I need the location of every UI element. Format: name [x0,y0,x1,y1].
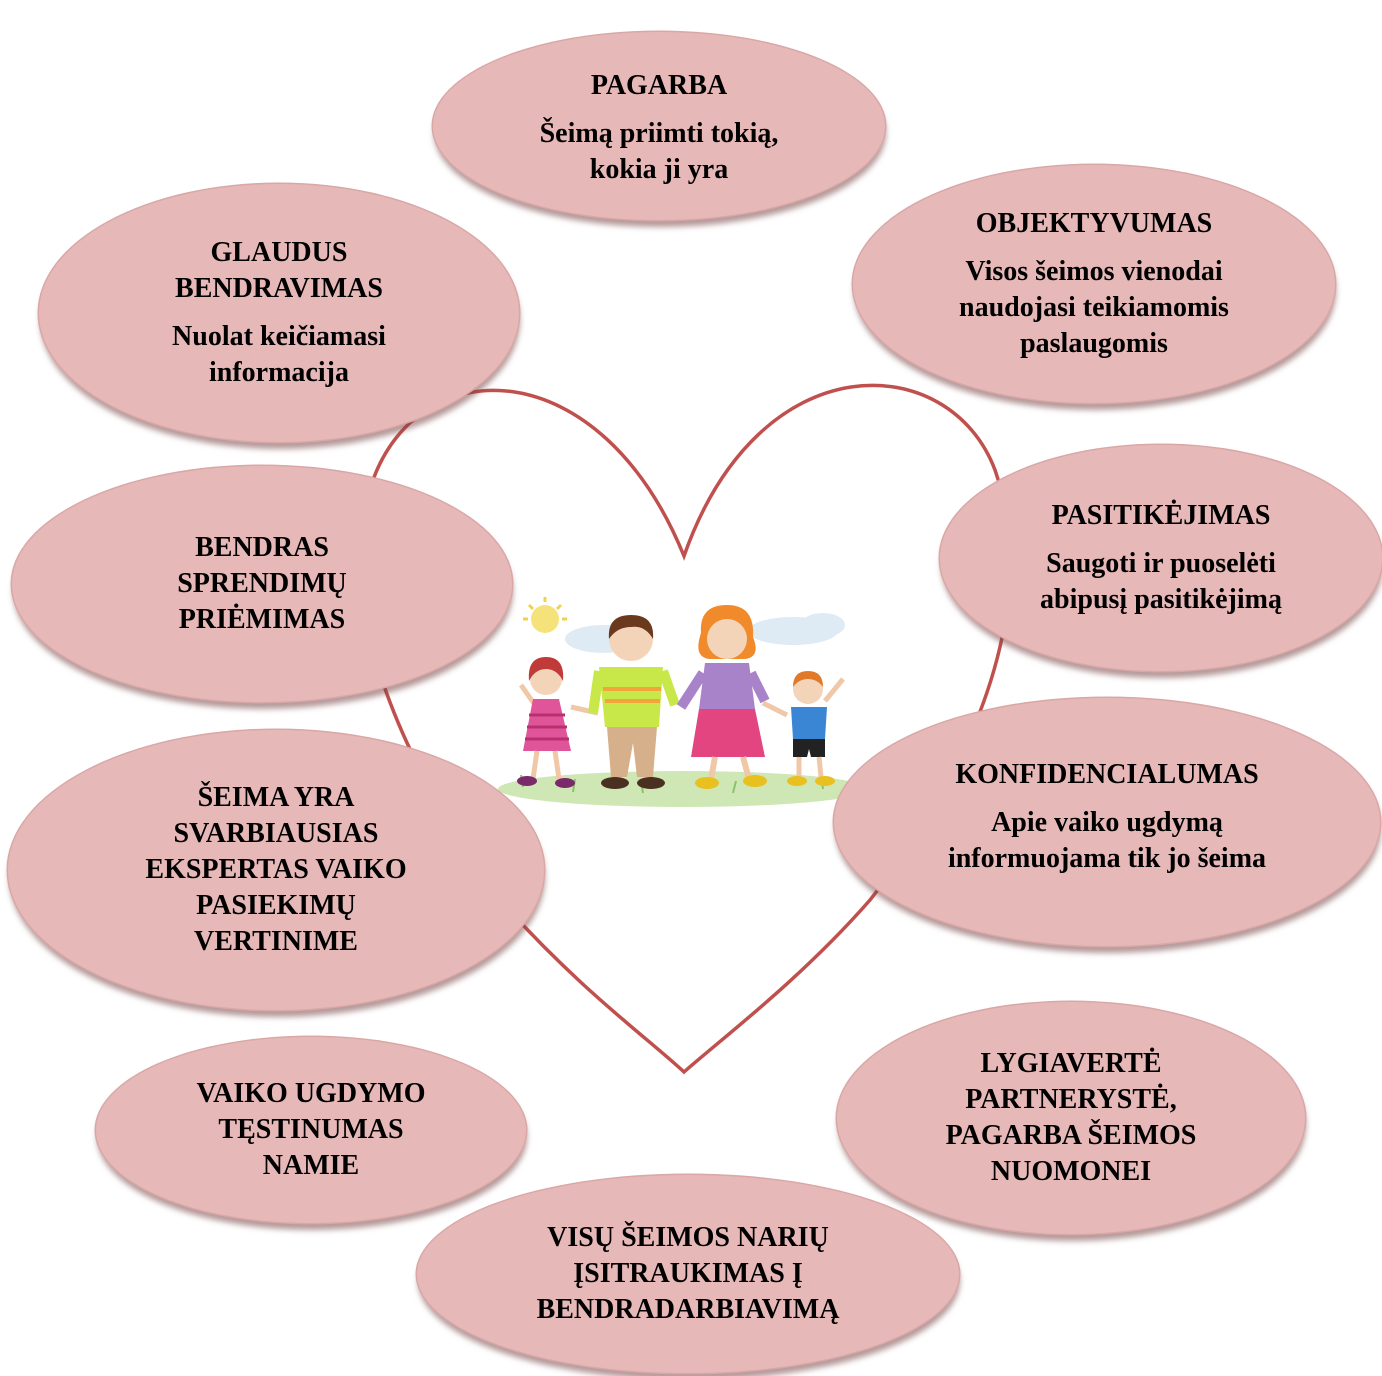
girl-figure [517,657,599,788]
bubble-pasitikejimas: PASITIKĖJIMAS Saugoti ir puoselėti abipu… [940,445,1382,671]
bubble-title: PAGARBA [590,70,728,101]
bubble-title: VAIKO UGDYMO TĘSTINUMAS NAMIE [196,1078,426,1181]
bubble-bendras-sprendimu-priemimas: BENDRAS SPRENDIMŲ PRIĖMIMAS [12,466,512,702]
bubble-description: Saugoti ir puoselėti abipusį pasitikėjim… [1040,548,1282,615]
bubble-title: KONFIDENCIALUMAS [955,759,1259,790]
bubble-objektyvumas: OBJEKTYVUMAS Visos šeimos vienodai naudo… [853,165,1335,403]
bubble-glaudus-bendravimas: GLAUDUS BENDRAVIMAS Nuolat keičiamasi in… [39,184,519,442]
father-figure [588,615,680,789]
bubble-title: GLAUDUS BENDRAVIMAS [175,237,383,304]
bubble-description: Apie vaiko ugdymą informuojama tik jo še… [947,807,1267,874]
family-illustration [498,597,868,807]
bubble-title: VISŲ ŠEIMOS NARIŲ ĮSITRAUKIMAS Į BENDRAD… [536,1222,840,1325]
bubble-konfidencialumas: KONFIDENCIALUMAS Apie vaiko ugdymą infor… [834,698,1380,946]
bubble-title: ŠEIMA YRA SVARBIAUSIAS EKSPERTAS VAIKO P… [145,782,407,957]
bubble-description: Visos šeimos vienodai naudojasi teikiamo… [959,256,1229,359]
bubble-title: OBJEKTYVUMAS [975,208,1213,239]
bubble-ugdymo-testinumas: VAIKO UGDYMO TĘSTINUMAS NAMIE [96,1037,526,1223]
bubble-title: PASITIKĖJIMAS [1051,500,1271,531]
bubble-pagarba: PAGARBA Šeimą priimti tokią, kokia ji yr… [433,32,885,220]
sun-icon [523,597,567,633]
bubble-title: LYGIAVERTĖ PARTNERYSTĖ, PAGARBA ŠEIMOS N… [945,1048,1197,1187]
bubble-seima-ekspertas: ŠEIMA YRA SVARBIAUSIAS EKSPERTAS VAIKO P… [8,730,544,1010]
mother-figure [676,605,770,789]
bubble-title: BENDRAS SPRENDIMŲ PRIĖMIMAS [177,532,347,635]
boy-figure [761,671,845,786]
bubble-visu-seimos-nariu: VISŲ ŠEIMOS NARIŲ ĮSITRAUKIMAS Į BENDRAD… [417,1175,959,1373]
bubble-description: Šeimą priimti tokią, kokia ji yra [539,118,779,185]
bubble-description: Nuolat keičiamasi informacija [172,321,386,388]
bubble-lygiaverte-partneryste: LYGIAVERTĖ PARTNERYSTĖ, PAGARBA ŠEIMOS N… [837,1002,1305,1234]
